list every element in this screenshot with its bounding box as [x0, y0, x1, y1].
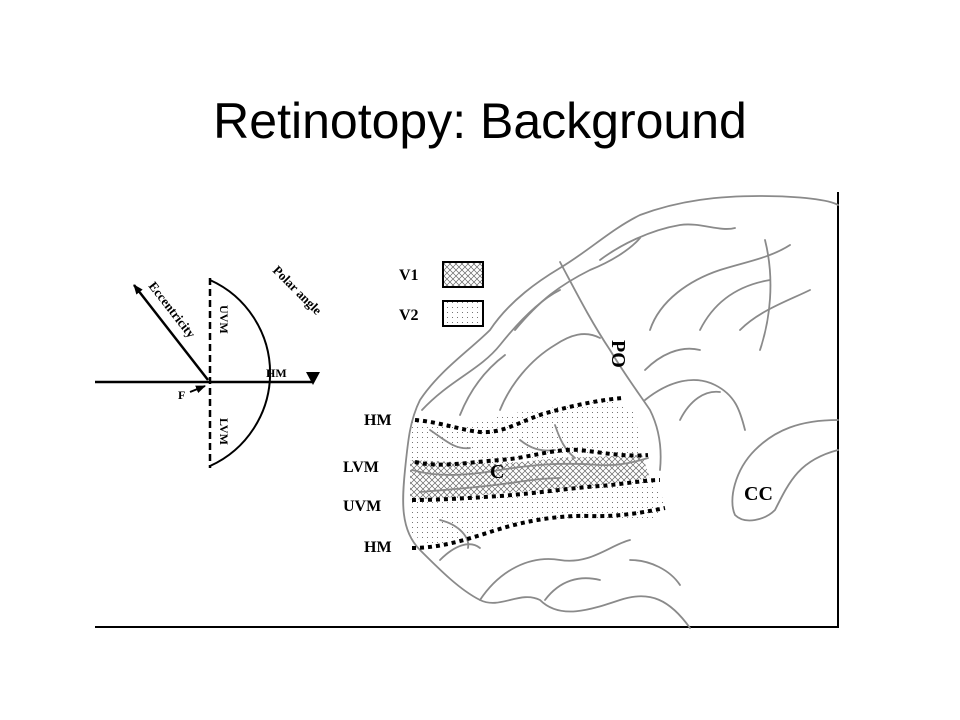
sulcus-line — [544, 577, 601, 601]
hm-lower-boundary — [411, 506, 666, 550]
hm-upper-label: HM — [364, 412, 392, 429]
sulcus-line — [419, 477, 561, 493]
sulcus-line — [599, 223, 736, 261]
sulcus-line — [479, 539, 631, 601]
sulcus-line — [629, 559, 681, 586]
sulcus-line — [699, 279, 771, 331]
polar-angle-label: Polar angle — [270, 263, 325, 318]
fixation-label: F — [178, 388, 185, 402]
sulcus-line — [514, 237, 641, 331]
uvm-boundary — [411, 478, 661, 502]
parieto-occipital-sulcus — [559, 261, 662, 471]
uvm-label: UVM — [217, 305, 231, 334]
sulcus-line — [644, 347, 701, 371]
area-legend: V1 V2 — [399, 261, 484, 327]
polar-angle-arrowhead — [306, 372, 320, 385]
hm-field-label: HM — [266, 366, 287, 380]
area-boundaries — [411, 396, 666, 550]
v1-region — [410, 455, 650, 500]
legend-v2-swatch — [442, 300, 484, 327]
occipital-brain-drawing — [402, 195, 839, 629]
v2-lower-region — [408, 478, 665, 548]
lvm-label-brain: LVM — [343, 459, 379, 476]
sulcus-line — [439, 519, 470, 549]
sulcus-line — [429, 429, 471, 450]
sulcus-line — [679, 390, 721, 421]
sulcus-line — [759, 239, 772, 351]
brain-outline — [402, 195, 839, 629]
lvm-boundary — [414, 447, 649, 467]
hm-lower-label: HM — [364, 539, 392, 556]
eccentricity-arrow — [133, 284, 209, 381]
legend-v2-label: V2 — [399, 307, 419, 324]
sulcus-line — [459, 354, 506, 416]
legend-v1-swatch — [442, 261, 484, 288]
sulcus-line — [439, 543, 481, 561]
sulcus-line — [649, 244, 791, 331]
uvm-label-brain: UVM — [343, 498, 381, 515]
lvm-label: LVM — [217, 418, 231, 445]
slide-title: Retinotopy: Background — [213, 93, 747, 149]
sulcus-line — [554, 424, 576, 459]
sulcus-line — [644, 379, 746, 431]
visual-field-diagram: Eccentricity Polar angle UVM LVM HM F — [95, 263, 325, 468]
corpus-callosum-outline — [731, 419, 839, 522]
polar-angle-arc — [209, 279, 272, 467]
parieto-occipital-label: PO — [607, 340, 629, 368]
legend-v1-label: V1 — [399, 267, 419, 284]
corpus-callosum-label: CC — [744, 483, 773, 505]
fixation-arrow — [189, 385, 206, 394]
calcarine-label: C — [490, 461, 504, 483]
hm-upper-boundary — [414, 396, 623, 435]
calcarine-sulcus — [411, 457, 649, 476]
sulcus-line — [739, 289, 811, 331]
sulcus-line — [499, 333, 601, 411]
